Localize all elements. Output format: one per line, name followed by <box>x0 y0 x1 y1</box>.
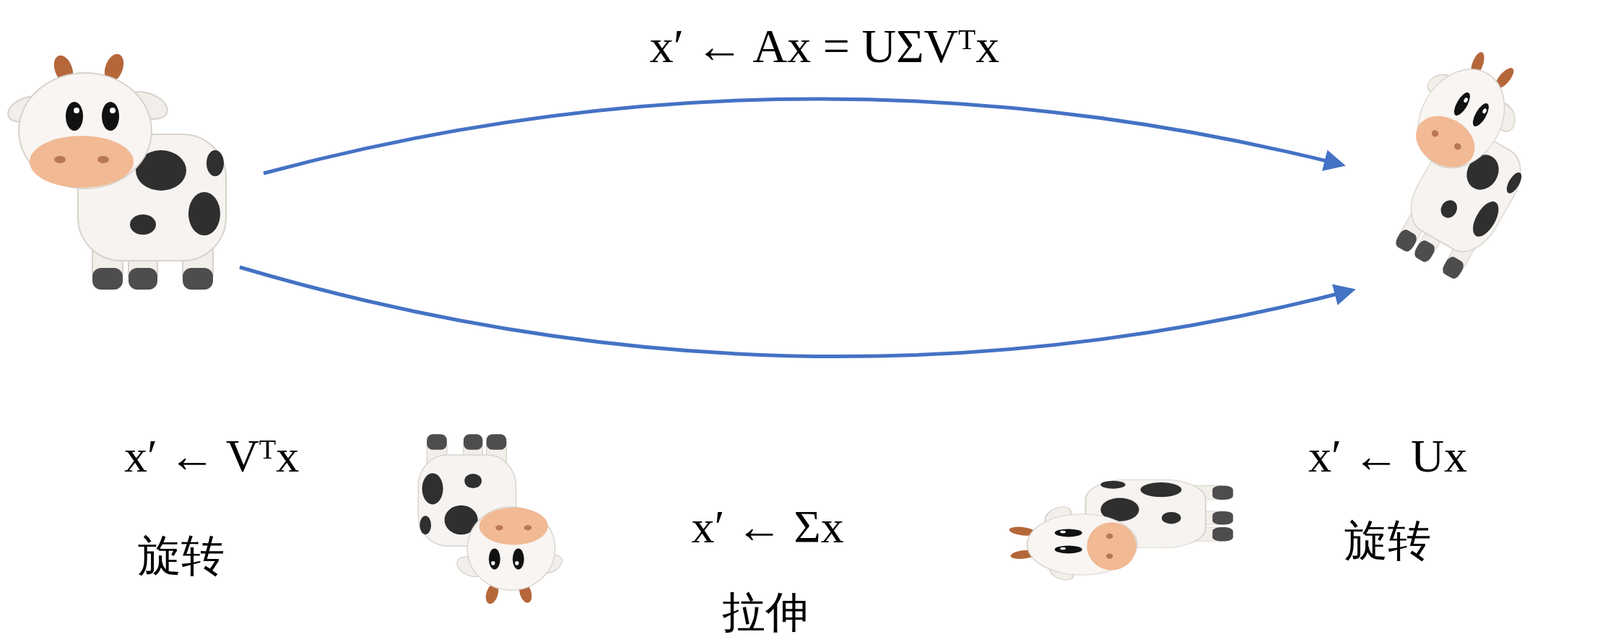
formula-label: x′ ← Vᵀx <box>124 429 299 484</box>
formula-label: x′ ← Ax = UΣVᵀx <box>649 18 1000 74</box>
formula-label: x′ ← Σx <box>690 500 844 554</box>
cow-figure <box>1006 479 1233 582</box>
arc-arrow <box>263 98 1342 174</box>
formula-label: x′ ← Ux <box>1308 429 1468 484</box>
arc-arrow <box>239 267 1352 357</box>
step-label: 旋转 <box>1344 516 1432 567</box>
step-label: 旋转 <box>137 531 225 582</box>
cow-figure <box>418 433 564 606</box>
step-label: 拉伸 <box>722 587 809 638</box>
cow-figure <box>1348 32 1571 285</box>
cow-figure <box>4 51 226 290</box>
